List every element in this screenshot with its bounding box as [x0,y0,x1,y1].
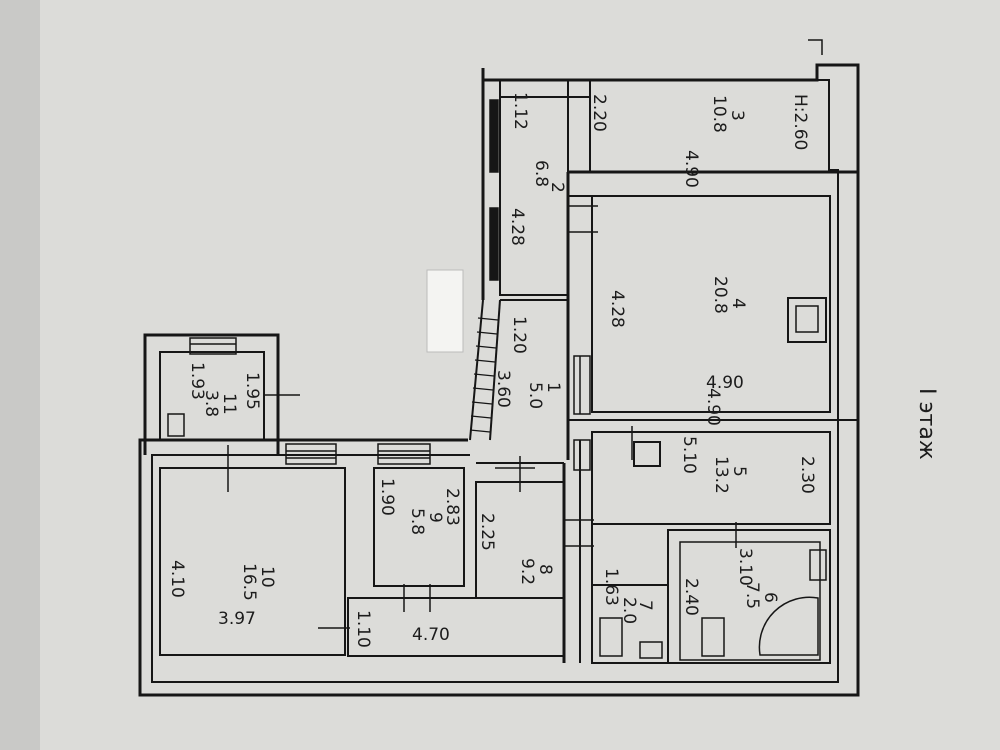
room-5-area: 13.2 [711,456,731,494]
room-6-number: 6 [760,592,780,603]
room-8-dim: 2.25 [477,513,497,551]
room-8-number: 8 [535,564,555,575]
height-note: H:2.60 [790,94,810,150]
room-10-dim: 3.97 [218,609,256,629]
room-7-dim: 1.63 [601,568,621,606]
room-6-dim: 3.10 [735,548,755,586]
room-11-area: 3.8 [201,390,221,417]
room-1-number: 1 [543,382,563,393]
room-11-dim: 1.95 [242,372,262,410]
room-10-dim: 4.10 [167,560,187,598]
floor-title: I этаж [914,388,939,460]
room-4-dim: 4.28 [607,290,627,328]
room-1-area: 5.0 [525,382,545,409]
room-10-area: 16.5 [239,563,259,601]
room-5-dim: 5.10 [679,436,699,474]
room-7-area: 2.0 [619,597,639,624]
room-9-dim: 1.90 [377,478,397,516]
paper-shadow [0,0,40,750]
extra-dimension: 4.90 [706,373,744,393]
room-2-dim: 1.12 [510,92,530,130]
room-3-number: 3 [727,110,747,121]
room-4-dim: 4.90 [703,388,723,426]
room-9-area: 5.8 [407,508,427,535]
room-9-dim: 2.83 [442,488,462,526]
room-7-number: 7 [635,600,655,611]
room-2-number: 2 [547,182,567,193]
room-3-dim: 4.90 [681,150,701,188]
room-2-dim: 4.28 [507,208,527,246]
tape-strip [426,269,464,353]
room-9-number: 9 [425,512,445,523]
room-8-area: 9.2 [517,558,537,585]
extra-dimension: 4.70 [412,625,450,645]
room-2-area: 6.8 [531,160,551,187]
room-5-dim: 2.30 [797,456,817,494]
extra-dimension: 1.20 [509,316,529,354]
room-11-number: 11 [219,393,239,415]
room-10-number: 10 [257,566,277,588]
room-5-number: 5 [729,466,749,477]
room-1-dim: 3.60 [493,370,513,408]
extra-dimension: 1.10 [353,610,373,648]
room-11-dim: 1.93 [187,362,207,400]
room-6-dim: 2.40 [681,578,701,616]
room-3-dim: 2.20 [589,94,609,132]
room-3-area: 10.8 [709,95,729,133]
room-6-area: 7.5 [742,582,762,609]
plan-walls [138,39,860,697]
room-4-number: 4 [728,298,748,309]
room-4-area: 20.8 [710,276,730,314]
